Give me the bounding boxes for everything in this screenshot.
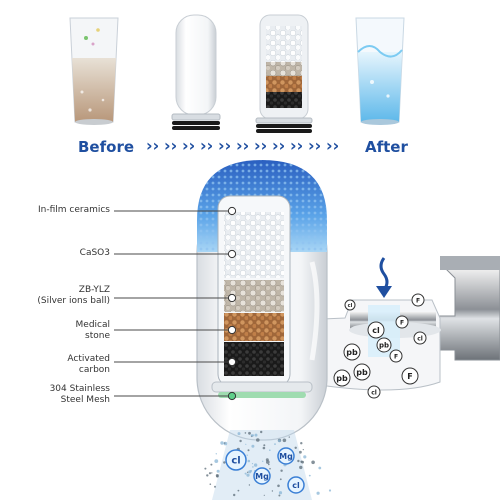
dirty-water-glass (69, 17, 119, 125)
layer-label-in-film-ceramics: In-film ceramics (37, 205, 110, 215)
svg-text:cl: cl (417, 335, 423, 342)
flow-chevron: ›› (200, 136, 213, 155)
leader-dot (227, 391, 237, 401)
flow-chevron: ›› (326, 136, 339, 155)
flow-chevron: ›› (290, 136, 303, 155)
leader-dot (227, 206, 237, 216)
contaminant-cl: cl (367, 385, 381, 399)
flow-chevron: ›› (254, 136, 267, 155)
flow-chevron: ›› (272, 136, 285, 155)
contaminant-cl: cl (344, 299, 356, 311)
contaminant-F: F (411, 293, 425, 307)
svg-text:F: F (400, 319, 404, 326)
svg-text:pb: pb (336, 374, 348, 383)
leader-dot (227, 293, 237, 303)
mineral-cl: cl (287, 476, 305, 494)
svg-text:F: F (416, 297, 420, 304)
layer-label-medical-stone: Medical stone (75, 320, 110, 341)
svg-text:pb: pb (356, 368, 368, 377)
flow-chevron: ›› (218, 136, 231, 155)
flow-chevron: ›› (146, 136, 159, 155)
plain-filter-cartridge (171, 14, 221, 130)
svg-text:cl: cl (348, 303, 353, 309)
flow-arrows: ›› ›› ›› ›› ›› ›› ›› ›› ›› ›› ›› (146, 136, 339, 155)
mineral-Mg: Mg (253, 467, 271, 485)
contaminant-F: F (395, 315, 409, 329)
before-label: Before (78, 138, 134, 156)
layered-filter-cartridge (255, 14, 313, 133)
outlet-spray (204, 430, 332, 500)
layer-label-caso3: CaSO3 (79, 248, 110, 258)
layer-leader-lines (114, 206, 237, 401)
contaminant-F: F (401, 367, 419, 385)
svg-text:pb: pb (346, 348, 358, 357)
flow-chevron: ›› (308, 136, 321, 155)
svg-text:pb: pb (379, 342, 389, 350)
mineral-cl: cl (225, 449, 247, 471)
flow-chevron: ›› (164, 136, 177, 155)
svg-text:cl: cl (371, 389, 377, 396)
contaminant-pb: pb (376, 337, 392, 353)
contaminant-F: F (389, 349, 403, 363)
leader-dot (227, 357, 237, 367)
svg-text:cl: cl (231, 456, 240, 467)
clean-water-glass (355, 17, 405, 125)
filter-body (196, 160, 328, 441)
flow-chevron: ›› (236, 136, 249, 155)
svg-text:cl: cl (292, 481, 300, 490)
layer-label-zb-ylz: ZB-YLZ (Silver ions ball) (37, 285, 110, 306)
layer-label-stainless-mesh: 304 Stainless Steel Mesh (49, 384, 110, 405)
svg-text:F: F (394, 353, 398, 360)
leader-dot (227, 249, 237, 259)
svg-text:cl: cl (372, 326, 380, 335)
contaminant-pb: pb (343, 343, 361, 361)
svg-text:Mg: Mg (279, 452, 293, 461)
flow-chevron: ›› (182, 136, 195, 155)
contaminant-cl: cl (413, 331, 427, 345)
leader-dot (227, 325, 237, 335)
contaminant-cl: cl (367, 321, 385, 339)
svg-text:F: F (407, 372, 412, 381)
contaminant-pb: pb (353, 363, 371, 381)
after-label: After (365, 138, 408, 156)
contaminant-pb: pb (333, 369, 351, 387)
svg-text:Mg: Mg (255, 472, 269, 481)
mineral-Mg: Mg (277, 447, 295, 465)
layer-label-activated-carbon: Activated carbon (67, 354, 110, 375)
